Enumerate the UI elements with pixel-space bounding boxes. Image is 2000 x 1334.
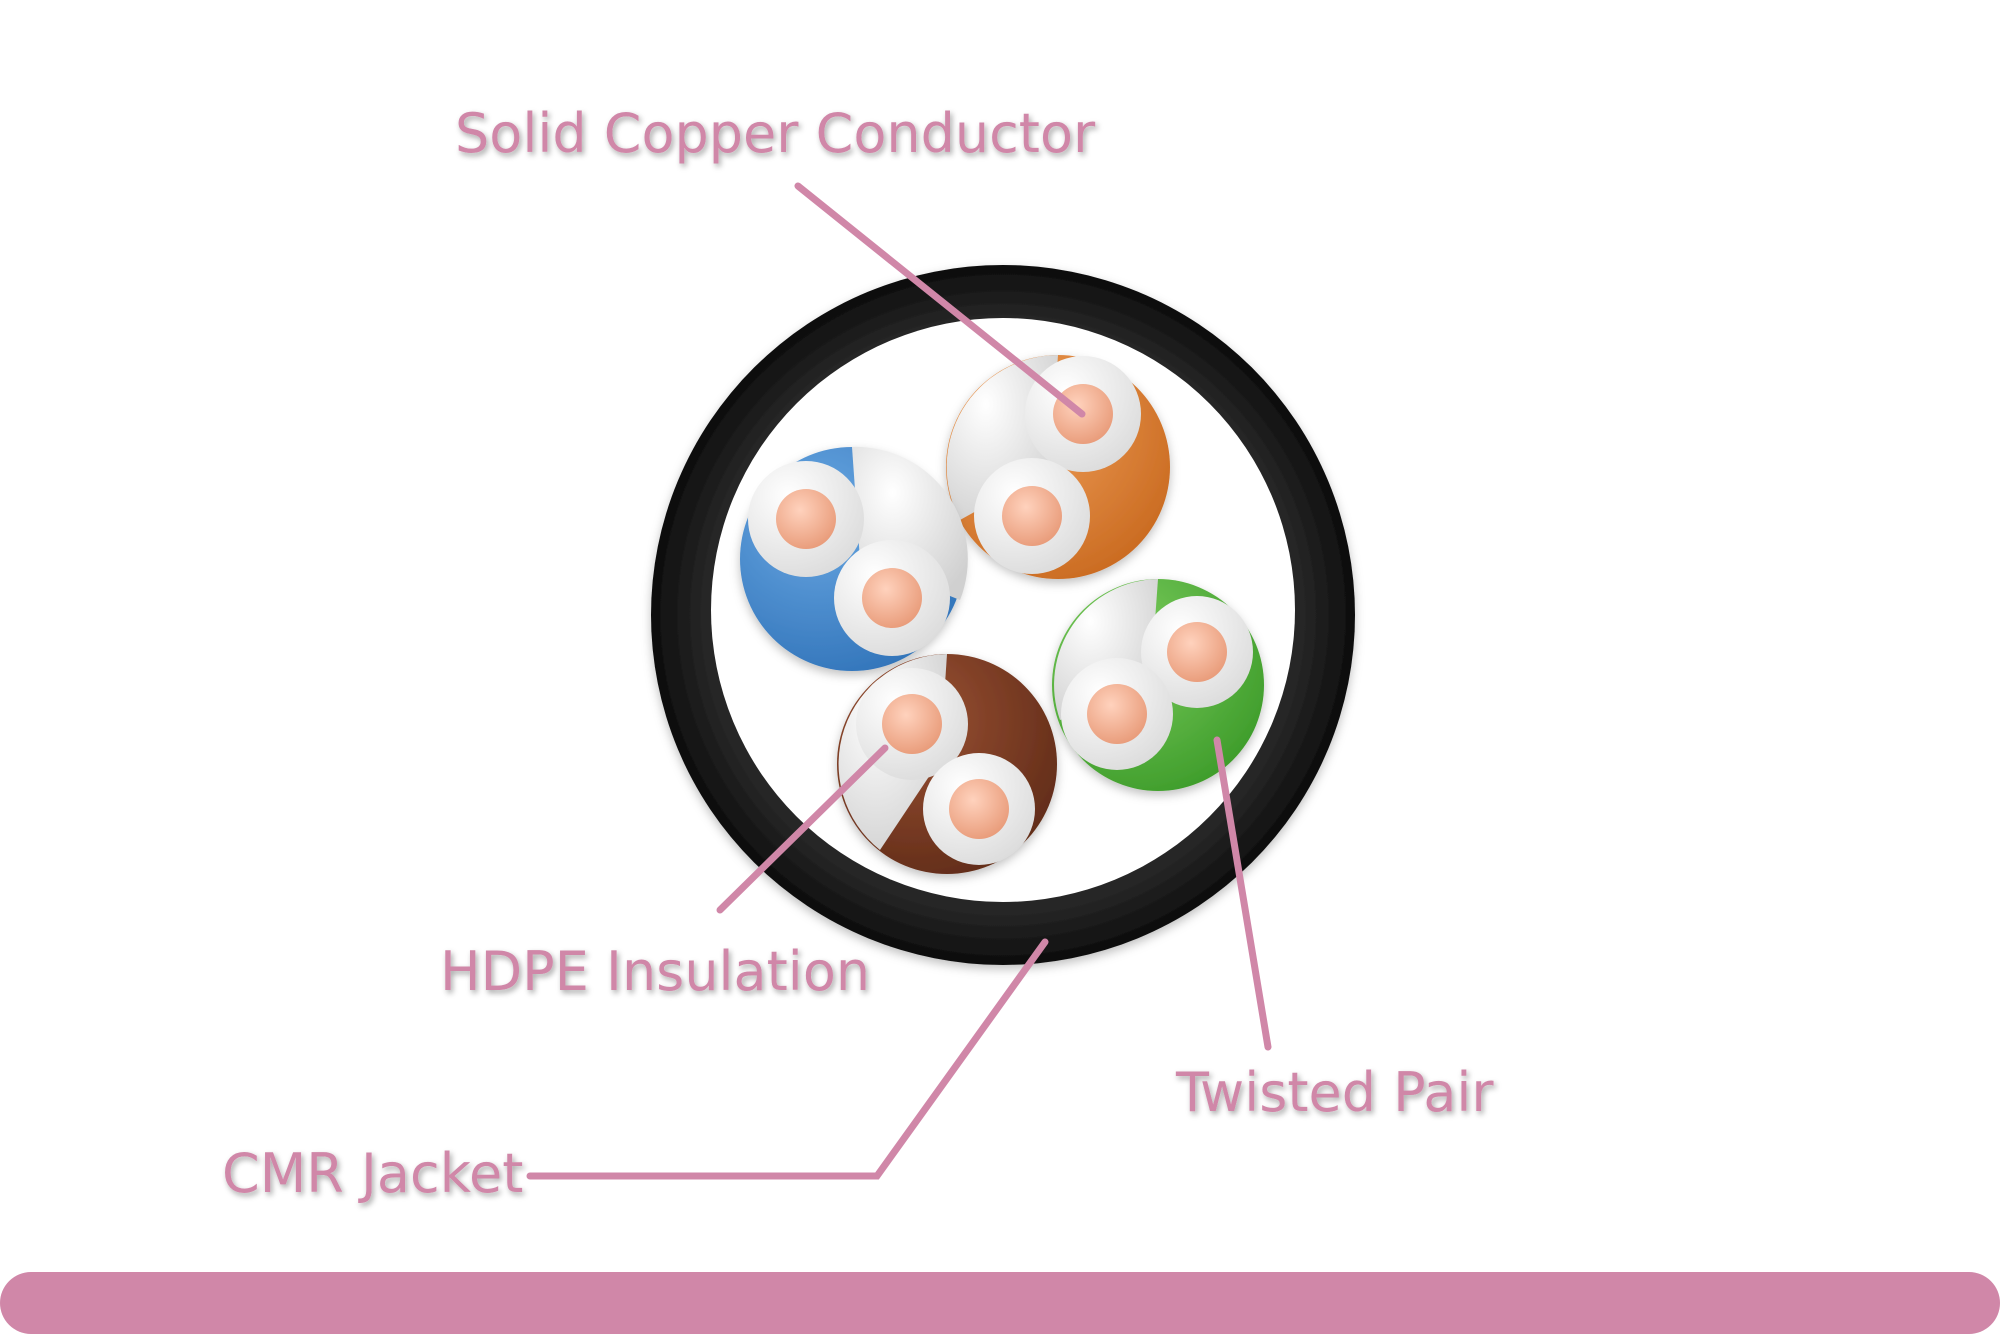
leader-line-pair (1213, 736, 1272, 1051)
wire-brown-2 (923, 753, 1035, 865)
wire-blue-2 (834, 540, 950, 656)
bottom-accent-bar (0, 1272, 2000, 1334)
wire-blue-1 (748, 461, 864, 577)
wire-orange-2 (974, 458, 1090, 574)
label-cmr-jacket: CMR Jacket (222, 1142, 523, 1205)
leader-line-insulation (716, 744, 889, 914)
leader-line-conductor (794, 182, 1086, 418)
callout-labels: Solid Copper Conductor HDPE Insulation C… (222, 102, 1494, 1205)
label-twisted-pair: Twisted Pair (1175, 1061, 1494, 1124)
twisted-pair-orange (946, 355, 1170, 579)
leader-lines (526, 182, 1272, 1180)
label-solid-copper-conductor: Solid Copper Conductor (455, 102, 1096, 165)
wire-green-2 (1061, 658, 1173, 770)
leader-line-jacket (526, 938, 1049, 1180)
twisted-pair-brown (837, 654, 1057, 874)
wire-green-1 (1141, 596, 1253, 708)
twisted-pair-green (1052, 579, 1264, 791)
twisted-pair-blue (740, 446, 968, 671)
label-hdpe-insulation: HDPE Insulation (440, 940, 870, 1003)
